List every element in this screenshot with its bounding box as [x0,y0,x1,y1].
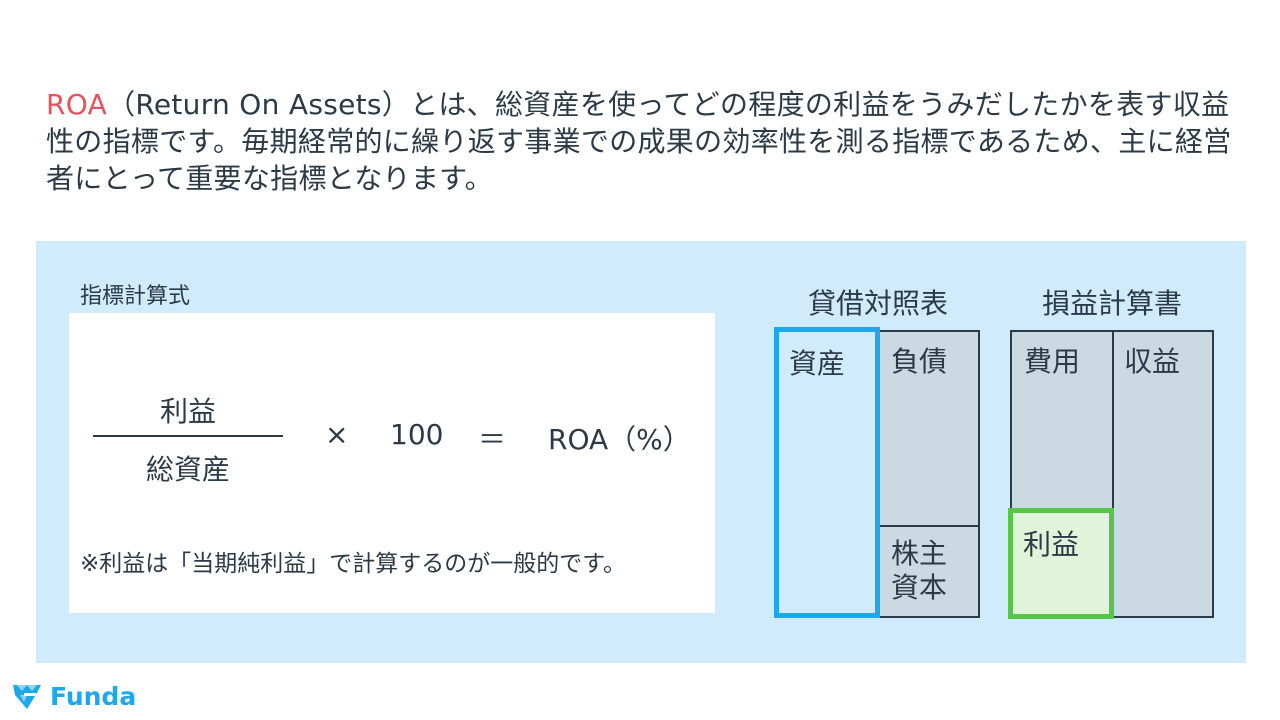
equity-cell: 株主資本 [877,525,980,618]
formula-note: ※利益は「当期純利益」で計算するのが一般的です。 [80,551,626,577]
fraction-denominator: 総資産 [145,453,230,486]
liabilities-cell: 負債 [877,330,980,527]
expenses-label: 費用 [1024,345,1081,378]
balance-sheet-title: 貸借対照表 [807,287,948,320]
intro-text: （Return On Assets）とは、総資産を使ってどの程度の利益をうみだし… [46,88,1232,195]
fraction-bar [93,435,283,437]
assets-cell: 資産 [774,327,880,618]
assets-label: 資産 [789,347,846,380]
logo-text: Funda [50,681,137,711]
formula-label: 指標計算式 [80,284,191,309]
multiplier: 100 [390,418,444,451]
revenue-label: 収益 [1124,345,1181,378]
equity-label-line1: 株主 [891,537,948,570]
equity-label-line2: 資本 [891,571,948,604]
profit-label: 利益 [1023,528,1080,561]
formula-result: ROA（%） [548,423,691,456]
liabilities-label: 負債 [891,345,948,378]
intro-paragraph: ROA（Return On Assets）とは、総資産を使ってどの程度の利益をう… [46,86,1246,197]
funda-logo: Funda [10,681,136,711]
income-statement-title: 損益計算書 [1041,287,1182,320]
equals-sign: ＝ [478,423,507,456]
roa-highlight: ROA [46,88,108,121]
profit-cell: 利益 [1008,508,1114,619]
diamond-logo-icon [13,685,41,709]
fraction-numerator: 利益 [159,395,216,428]
times-sign: × [325,418,349,451]
revenue-cell: 収益 [1112,330,1214,618]
formula-card [69,313,715,613]
